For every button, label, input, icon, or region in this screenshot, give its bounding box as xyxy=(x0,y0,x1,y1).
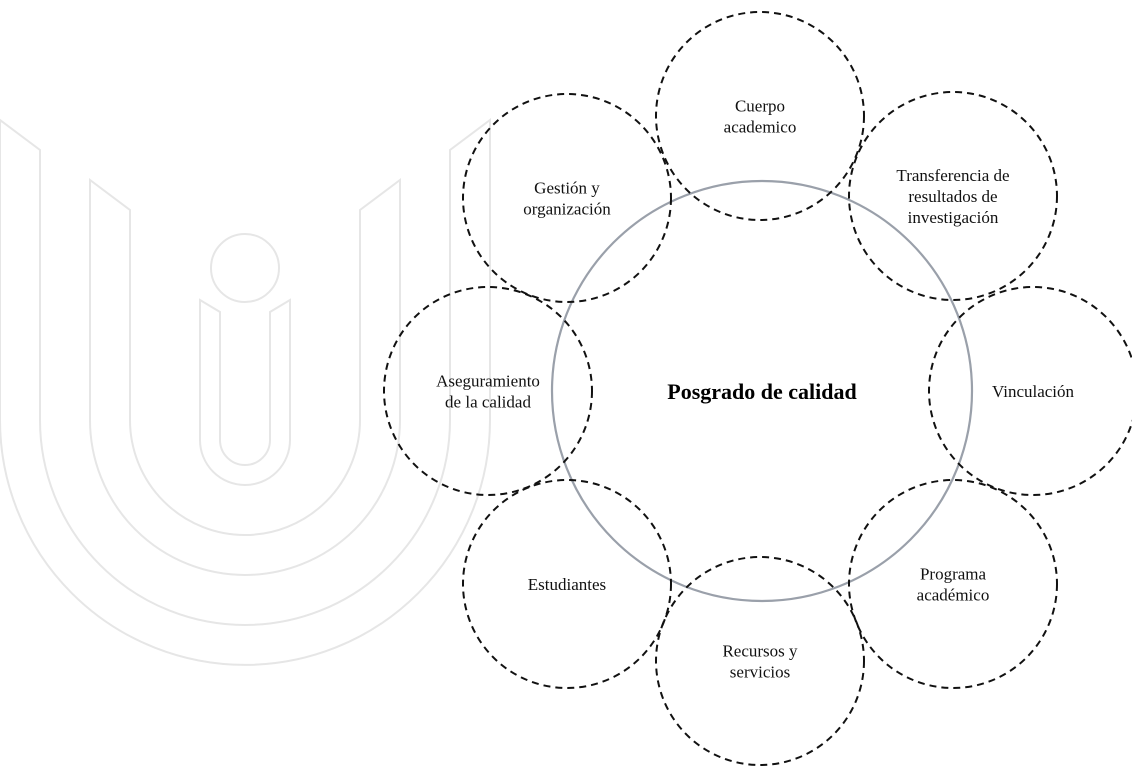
node-label-transferencia-1: resultados de xyxy=(908,187,997,206)
node-circle-recursos xyxy=(655,556,865,766)
node-recursos: Recursos y servicios xyxy=(655,556,865,766)
node-circle-gestion xyxy=(462,93,672,303)
watermark-i-dot xyxy=(210,233,280,303)
node-cuerpo: Cuerpo academico xyxy=(655,11,865,221)
node-label-transferencia-2: investigación xyxy=(908,208,999,227)
node-label-cuerpo-1: academico xyxy=(724,118,797,137)
node-label-gestion-1: organización xyxy=(523,200,611,219)
node-label-cuerpo-0: Cuerpo xyxy=(735,97,785,116)
node-label-programa-0: Programa xyxy=(920,565,987,584)
node-estudiantes: Estudiantes xyxy=(462,479,672,689)
center-circle xyxy=(550,179,974,603)
node-circle-aseguramiento xyxy=(383,286,593,496)
node-label-recursos-0: Recursos y xyxy=(722,642,798,661)
node-label-vinculacion-0: Vinculación xyxy=(992,382,1075,401)
node-circle-cuerpo xyxy=(655,11,865,221)
node-label-aseguramiento-0: Aseguramiento xyxy=(436,372,540,391)
node-aseguramiento: Aseguramiento de la calidad xyxy=(383,286,593,496)
node-label-recursos-1: servicios xyxy=(730,663,790,682)
node-circle-vinculacion xyxy=(928,286,1132,496)
node-label-aseguramiento-1: de la calidad xyxy=(445,393,531,412)
watermark-inner-u xyxy=(89,178,401,576)
center-label: Posgrado de calidad xyxy=(667,379,856,404)
watermark-outer-u xyxy=(0,118,491,666)
node-circle-transferencia xyxy=(848,91,1058,301)
university-logo-watermark xyxy=(0,118,491,666)
watermark-i-stem xyxy=(199,298,291,486)
node-label-programa-1: académico xyxy=(917,586,990,605)
node-gestion: Gestión y organización xyxy=(462,93,672,303)
node-circle-programa xyxy=(848,479,1058,689)
node-label-estudiantes-0: Estudiantes xyxy=(528,575,606,594)
node-circle-estudiantes xyxy=(462,479,672,689)
node-vinculacion: Vinculación xyxy=(928,286,1132,496)
node-programa: Programa académico xyxy=(848,479,1058,689)
node-label-transferencia-0: Transferencia de xyxy=(896,166,1009,185)
node-transferencia: Transferencia de resultados de investigaci… xyxy=(848,91,1058,301)
node-label-gestion-0: Gestión y xyxy=(534,179,600,198)
